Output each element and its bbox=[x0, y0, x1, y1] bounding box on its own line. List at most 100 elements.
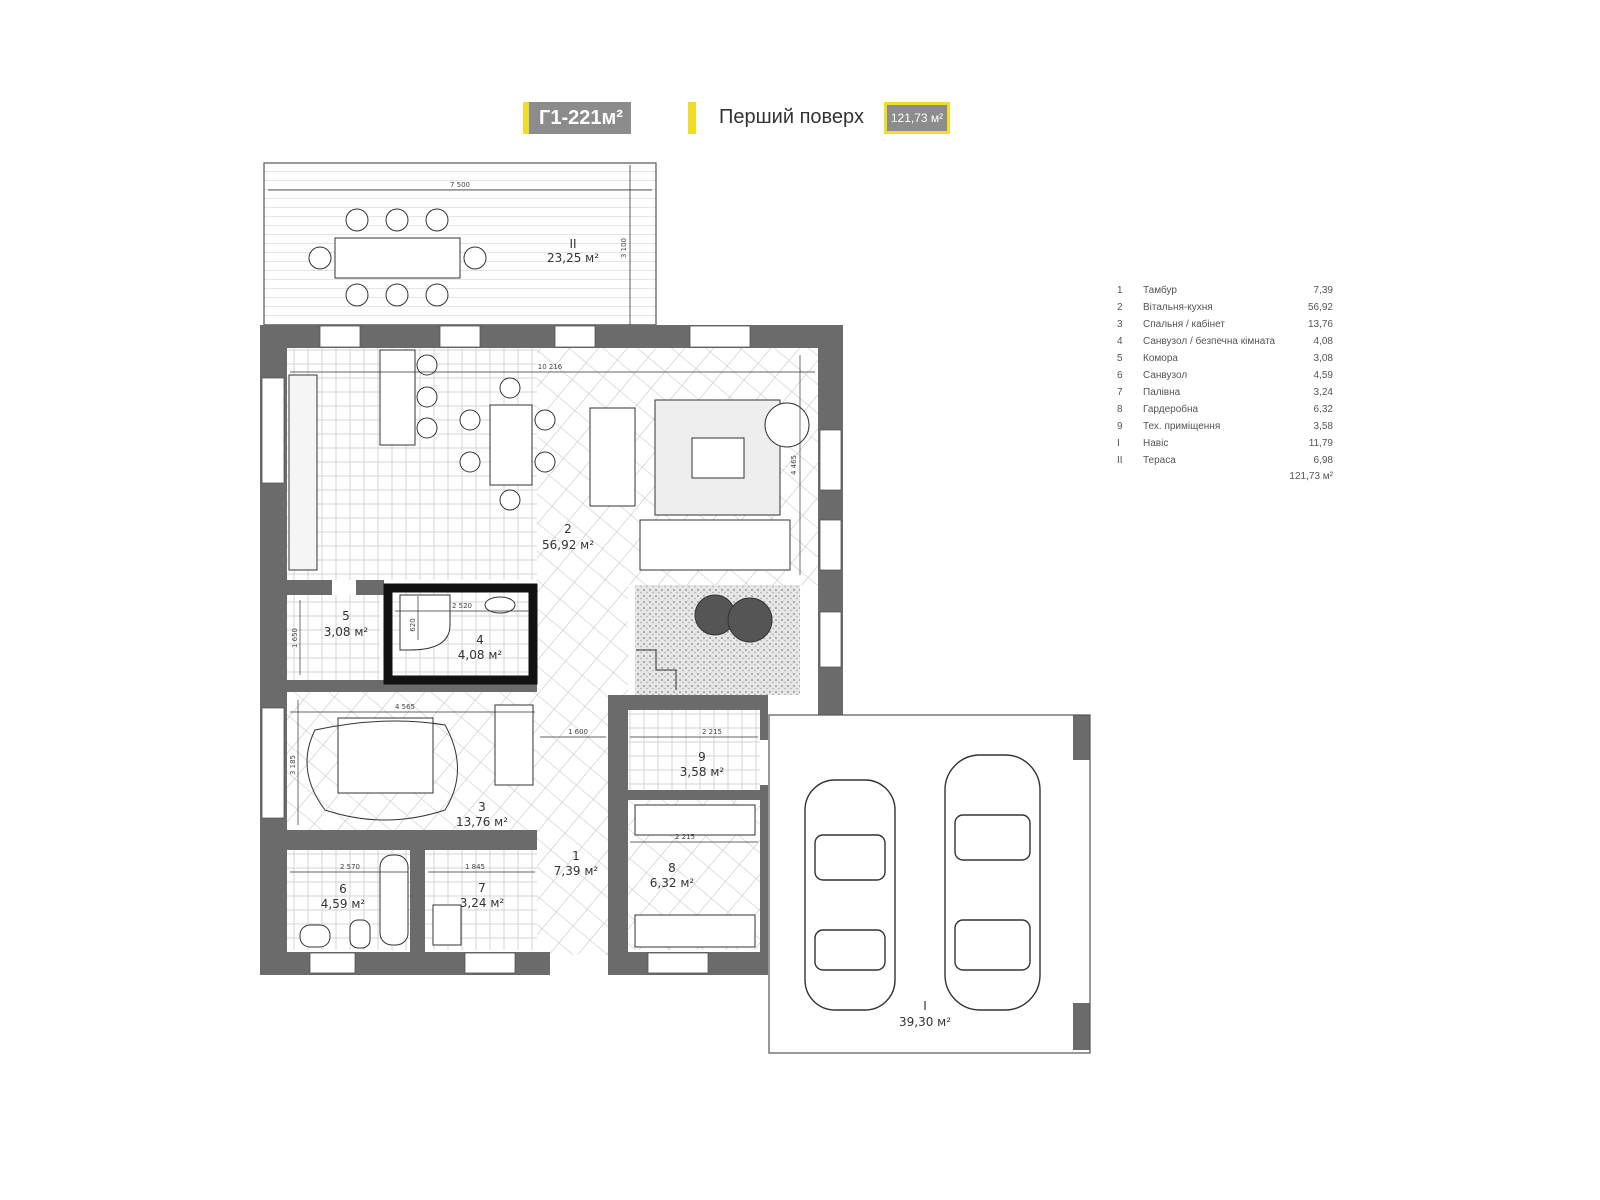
legend-row: 4 Санвузол / безпечна кімната 4,08 bbox=[1117, 333, 1347, 350]
room-labels: 2 56,92 м² 5 3,08 м² 4 4,08 м² 3 13,76 м… bbox=[321, 522, 951, 1029]
dimension-lines bbox=[290, 355, 815, 873]
room-area: 23,25 м² bbox=[547, 251, 599, 265]
legend-name: Навіс bbox=[1143, 437, 1169, 449]
room-number: I bbox=[923, 999, 927, 1013]
room-number: 6 bbox=[339, 882, 347, 896]
legend-num: 8 bbox=[1117, 404, 1123, 415]
dimension-label: 3 185 bbox=[289, 755, 297, 775]
terrace: 7 500 3 100 II 23,25 м² bbox=[263, 162, 657, 326]
dimension-label: 2 520 bbox=[452, 602, 472, 610]
floor-area-badge: 121,73 м² bbox=[884, 102, 950, 134]
legend-num: 6 bbox=[1117, 370, 1123, 381]
legend-row: 2 Вітальня-кухня 56,92 bbox=[1117, 299, 1347, 316]
dimension-label: 1 600 bbox=[568, 728, 588, 736]
legend-name: Палівна bbox=[1143, 386, 1181, 398]
dimension-label: 10 216 bbox=[538, 363, 563, 371]
legend-num: 9 bbox=[1117, 421, 1123, 432]
dining-table-terrace bbox=[308, 208, 487, 307]
dimension-label: 4 565 bbox=[395, 703, 415, 711]
room-number: II bbox=[569, 237, 576, 251]
dimension-label: 2 215 bbox=[702, 728, 722, 736]
dimension-label: 7 500 bbox=[450, 181, 470, 189]
legend-name: Гардеробна bbox=[1143, 403, 1199, 415]
room-area: 39,30 м² bbox=[899, 1015, 951, 1029]
legend-num: 3 bbox=[1117, 319, 1123, 330]
legend-num: 7 bbox=[1117, 387, 1123, 398]
legend-row: 8 Гардеробна 6,32 bbox=[1117, 401, 1347, 418]
legend-row: 6 Санвузол 4,59 bbox=[1117, 367, 1347, 384]
room-number: 9 bbox=[698, 750, 706, 764]
room-number: 3 bbox=[478, 800, 486, 814]
legend-area: 6,98 bbox=[1313, 455, 1333, 466]
legend-name: Санвузол bbox=[1143, 369, 1188, 381]
legend-row: 9 Тех. приміщення 3,58 bbox=[1117, 418, 1347, 435]
legend-row: 5 Комора 3,08 bbox=[1117, 350, 1347, 367]
storage-floor bbox=[287, 595, 380, 680]
legend-area: 4,08 bbox=[1313, 336, 1333, 347]
legend-name: Тех. приміщення bbox=[1143, 420, 1221, 432]
dimension-label: 2 215 bbox=[675, 833, 695, 841]
legend-name: Санвузол / безпечна кімната bbox=[1143, 335, 1276, 347]
legend-area: 6,32 bbox=[1313, 404, 1333, 415]
room-number: 2 bbox=[564, 522, 572, 536]
room-number: 1 bbox=[572, 849, 580, 863]
legend-area: 3,24 bbox=[1313, 387, 1333, 398]
room-area: 3,24 м² bbox=[460, 896, 505, 910]
room-area: 4,59 м² bbox=[321, 897, 366, 911]
legend-num: II bbox=[1117, 455, 1123, 466]
accent-bar bbox=[688, 102, 696, 134]
legend-area: 11,79 bbox=[1308, 438, 1333, 449]
car-left bbox=[804, 779, 896, 1011]
legend-name: Тамбур bbox=[1143, 284, 1177, 296]
room-area: 6,32 м² bbox=[650, 876, 695, 890]
room-number: 5 bbox=[342, 609, 350, 623]
room-area: 13,76 м² bbox=[456, 815, 508, 829]
accent-bar bbox=[523, 102, 531, 134]
room-legend: 1 Тамбур 7,39 2 Вітальня-кухня 56,92 3 Спальн… bbox=[1117, 282, 1347, 482]
legend-num: 5 bbox=[1117, 353, 1123, 364]
legend-row: 7 Палівна 3,24 bbox=[1117, 384, 1347, 401]
room-number: 7 bbox=[478, 881, 486, 895]
legend-name: Вітальня-кухня bbox=[1143, 301, 1213, 313]
legend-area: 13,76 bbox=[1307, 319, 1333, 330]
legend-area: 3,08 bbox=[1313, 353, 1333, 364]
room-area: 56,92 м² bbox=[542, 538, 594, 552]
room-number: 8 bbox=[668, 861, 676, 875]
room-area: 3,58 м² bbox=[680, 765, 725, 779]
legend-area: 4,59 bbox=[1313, 370, 1333, 381]
legend-row: 1 Тамбур 7,39 bbox=[1117, 282, 1347, 299]
dimension-label: 1 650 bbox=[291, 628, 299, 648]
legend-num: 4 bbox=[1117, 336, 1123, 347]
furniture bbox=[288, 349, 810, 949]
room-number: 4 bbox=[476, 633, 484, 647]
legend-row: II Тераса 6,98 bbox=[1117, 452, 1347, 469]
project-badge: Г1-221м² bbox=[529, 102, 631, 134]
car-right bbox=[944, 754, 1041, 1011]
dimension-label: 1 845 bbox=[465, 863, 485, 871]
dimension-label: 3 100 bbox=[620, 238, 628, 258]
legend-num: I bbox=[1117, 438, 1120, 449]
room-area: 3,08 м² bbox=[324, 625, 369, 639]
floor-title: Перший поверх bbox=[719, 106, 864, 128]
legend-num: 1 bbox=[1117, 285, 1123, 296]
room-area: 4,08 м² bbox=[458, 648, 503, 662]
dimension-label: 620 bbox=[409, 618, 417, 631]
room-area: 7,39 м² bbox=[554, 864, 599, 878]
tech-floor bbox=[628, 710, 760, 790]
bath4-reinforced-wall bbox=[383, 583, 538, 685]
windows bbox=[261, 325, 842, 974]
legend-area: 3,58 bbox=[1313, 421, 1333, 432]
legend-name: Комора bbox=[1143, 352, 1178, 364]
legend-total: 121,73 м² bbox=[1289, 471, 1333, 482]
legend-area: 56,92 bbox=[1307, 302, 1333, 313]
legend-num: 2 bbox=[1117, 302, 1123, 313]
legend-name: Тераса bbox=[1143, 454, 1176, 466]
dimension-label: 2 570 bbox=[340, 863, 360, 871]
legend-area: 7,39 bbox=[1313, 285, 1333, 296]
legend-row: I Навіс 11,79 bbox=[1117, 435, 1347, 452]
dimension-label: 4 465 bbox=[790, 455, 798, 475]
carport-outline bbox=[768, 714, 1091, 1054]
legend-row: 3 Спальня / кабінет 13,76 bbox=[1117, 316, 1347, 333]
legend-name: Спальня / кабінет bbox=[1143, 318, 1225, 330]
